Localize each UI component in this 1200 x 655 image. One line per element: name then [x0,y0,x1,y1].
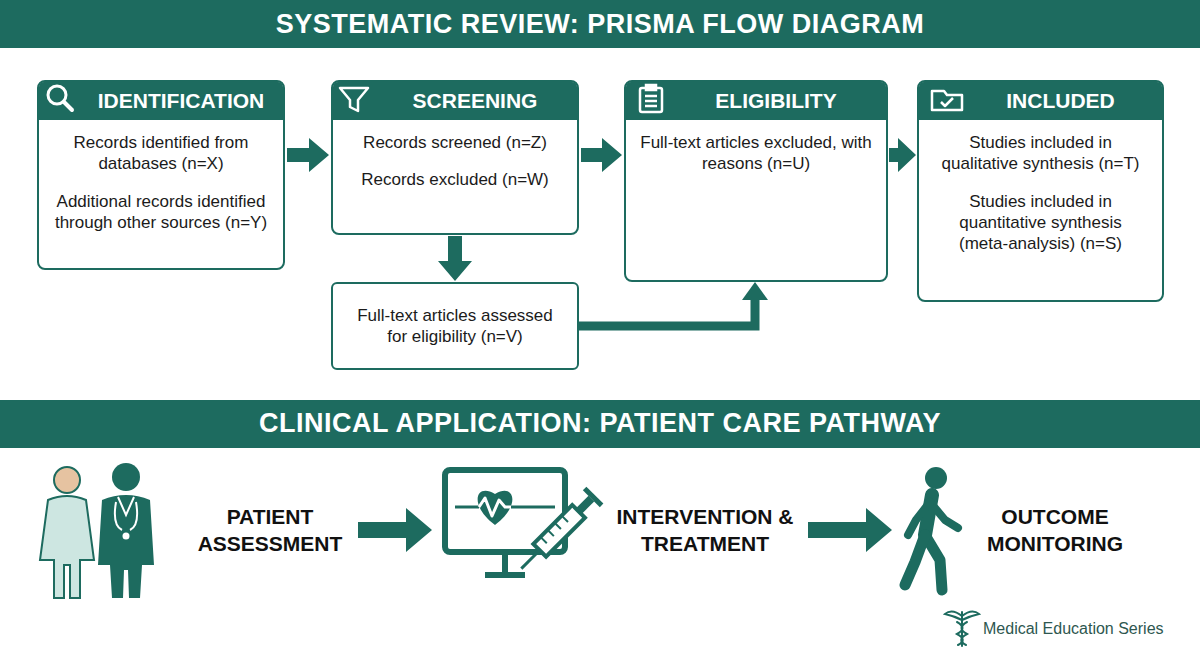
clipboard-line [645,95,657,98]
clipboard-clip [646,85,656,90]
record-count-text: Additional records identified through ot… [53,191,269,234]
stage-card: IDENTIFICATIONRecords identified from da… [37,80,285,270]
stage-card: INCLUDED Studies included in qualitative … [917,80,1164,302]
stage-heading: ELIGIBILITY [626,82,886,120]
syringe-plunger [576,496,594,514]
flow-arrow [581,138,622,172]
box-text: Full-text articles assessed for eligibil… [347,305,563,348]
funnel-shape [340,88,368,111]
stage-heading: INCLUDED [919,82,1162,120]
process-box: Full-text articles assessed for eligibil… [331,282,579,370]
title-text: SYSTEMATIC REVIEW: PRISMA FLOW DIAGRAM [276,9,925,40]
syringe-icon [513,487,604,578]
flow-arrow [287,138,329,172]
flow-arrow [808,508,892,552]
syringe-barrel [533,505,585,557]
syringe-needle [521,550,539,568]
pathway-step: PATIENT ASSESSMENT [25,460,355,600]
monitor-icon [445,470,565,575]
doctor-collar [118,497,134,515]
pathway-step: INTERVENTION & TREATMENT [435,460,805,600]
walker-head [925,467,947,489]
series-label: Medical Education Series [983,620,1164,638]
folder-shape [932,91,962,110]
card-body: Full-text articles excluded, with reason… [626,120,886,187]
monitor-stand [485,552,525,575]
patient-head [54,467,80,493]
record-count-text: Studies included in quantitative synthes… [933,191,1148,255]
step-label: INTERVENTION & TREATMENT [605,503,805,558]
syringe-handle [583,487,604,508]
patient-gown [40,496,94,598]
section-banner: CLINICAL APPLICATION: PATIENT CARE PATHW… [0,400,1200,448]
doctor-head [112,463,140,491]
banner-text: CLINICAL APPLICATION: PATIENT CARE PATHW… [259,407,941,441]
pathway-step: OUTCOME MONITORING [895,460,1140,600]
folder-check [941,98,953,106]
flow-arrow [438,236,472,281]
walker-arm [930,502,958,528]
stage-card: ELIGIBILITY Full-text articles excluded, … [624,80,888,282]
step-label: OUTCOME MONITORING [970,503,1140,558]
monitor-screen [445,470,565,552]
caduceus-snake [961,622,967,645]
title-banner: SYSTEMATIC REVIEW: PRISMA FLOW DIAGRAM [0,0,1200,48]
magnifier-handle [64,102,72,110]
caduceus-wings [945,611,979,620]
magnifier-icon [48,86,72,110]
pulse-line [455,506,479,509]
clipboard-line [645,100,657,103]
record-count-text: Records screened (n=Z) [347,132,563,153]
folder-icon [932,91,962,110]
stethoscope [115,502,137,530]
flow-arrow [358,508,432,552]
walking-figure [905,467,958,590]
record-count-text: Records excluded (n=W) [347,169,563,190]
caduceus-staff [961,612,963,646]
doctor-coat [98,495,154,598]
record-count-text: Studies included in qualitative synthesi… [933,132,1148,175]
funnel-icon [340,88,368,111]
walker-leg [905,535,925,585]
pulse-line [479,498,511,516]
clipboard-line [645,105,657,108]
stage-heading: SCREENING [333,82,577,120]
caduceus-icon [945,611,979,646]
step-label: PATIENT ASSESSMENT [185,503,355,558]
caduceus-snake [957,622,963,645]
magnifier-lens [48,86,66,104]
card-body: Records screened (n=Z) Records excluded (… [333,120,577,203]
walker-leg [925,535,942,590]
pulse-line [511,506,555,509]
record-count-text: Records identified from databases (n=X) [53,132,269,175]
flow-arrow [889,138,916,172]
stethoscope-bell [123,533,130,540]
card-body: Studies included in qualitative synthesi… [919,120,1162,266]
record-count-text: Full-text articles excluded, with reason… [640,132,872,175]
doctor-figure [98,463,154,598]
stage-card: SCREENING Records screened (n=Z) Records e… [331,80,579,235]
card-body: Records identified from databases (n=X) A… [39,120,283,245]
walker-torso [925,495,932,535]
stage-heading: IDENTIFICATION [39,82,283,120]
flow-arrow [579,300,755,326]
heart-symbol [478,491,513,525]
patient-figure [40,467,94,598]
syringe-marks [540,516,568,544]
clipboard-board [640,88,662,112]
clipboard-icon [640,85,662,112]
walker-arm [908,502,930,535]
